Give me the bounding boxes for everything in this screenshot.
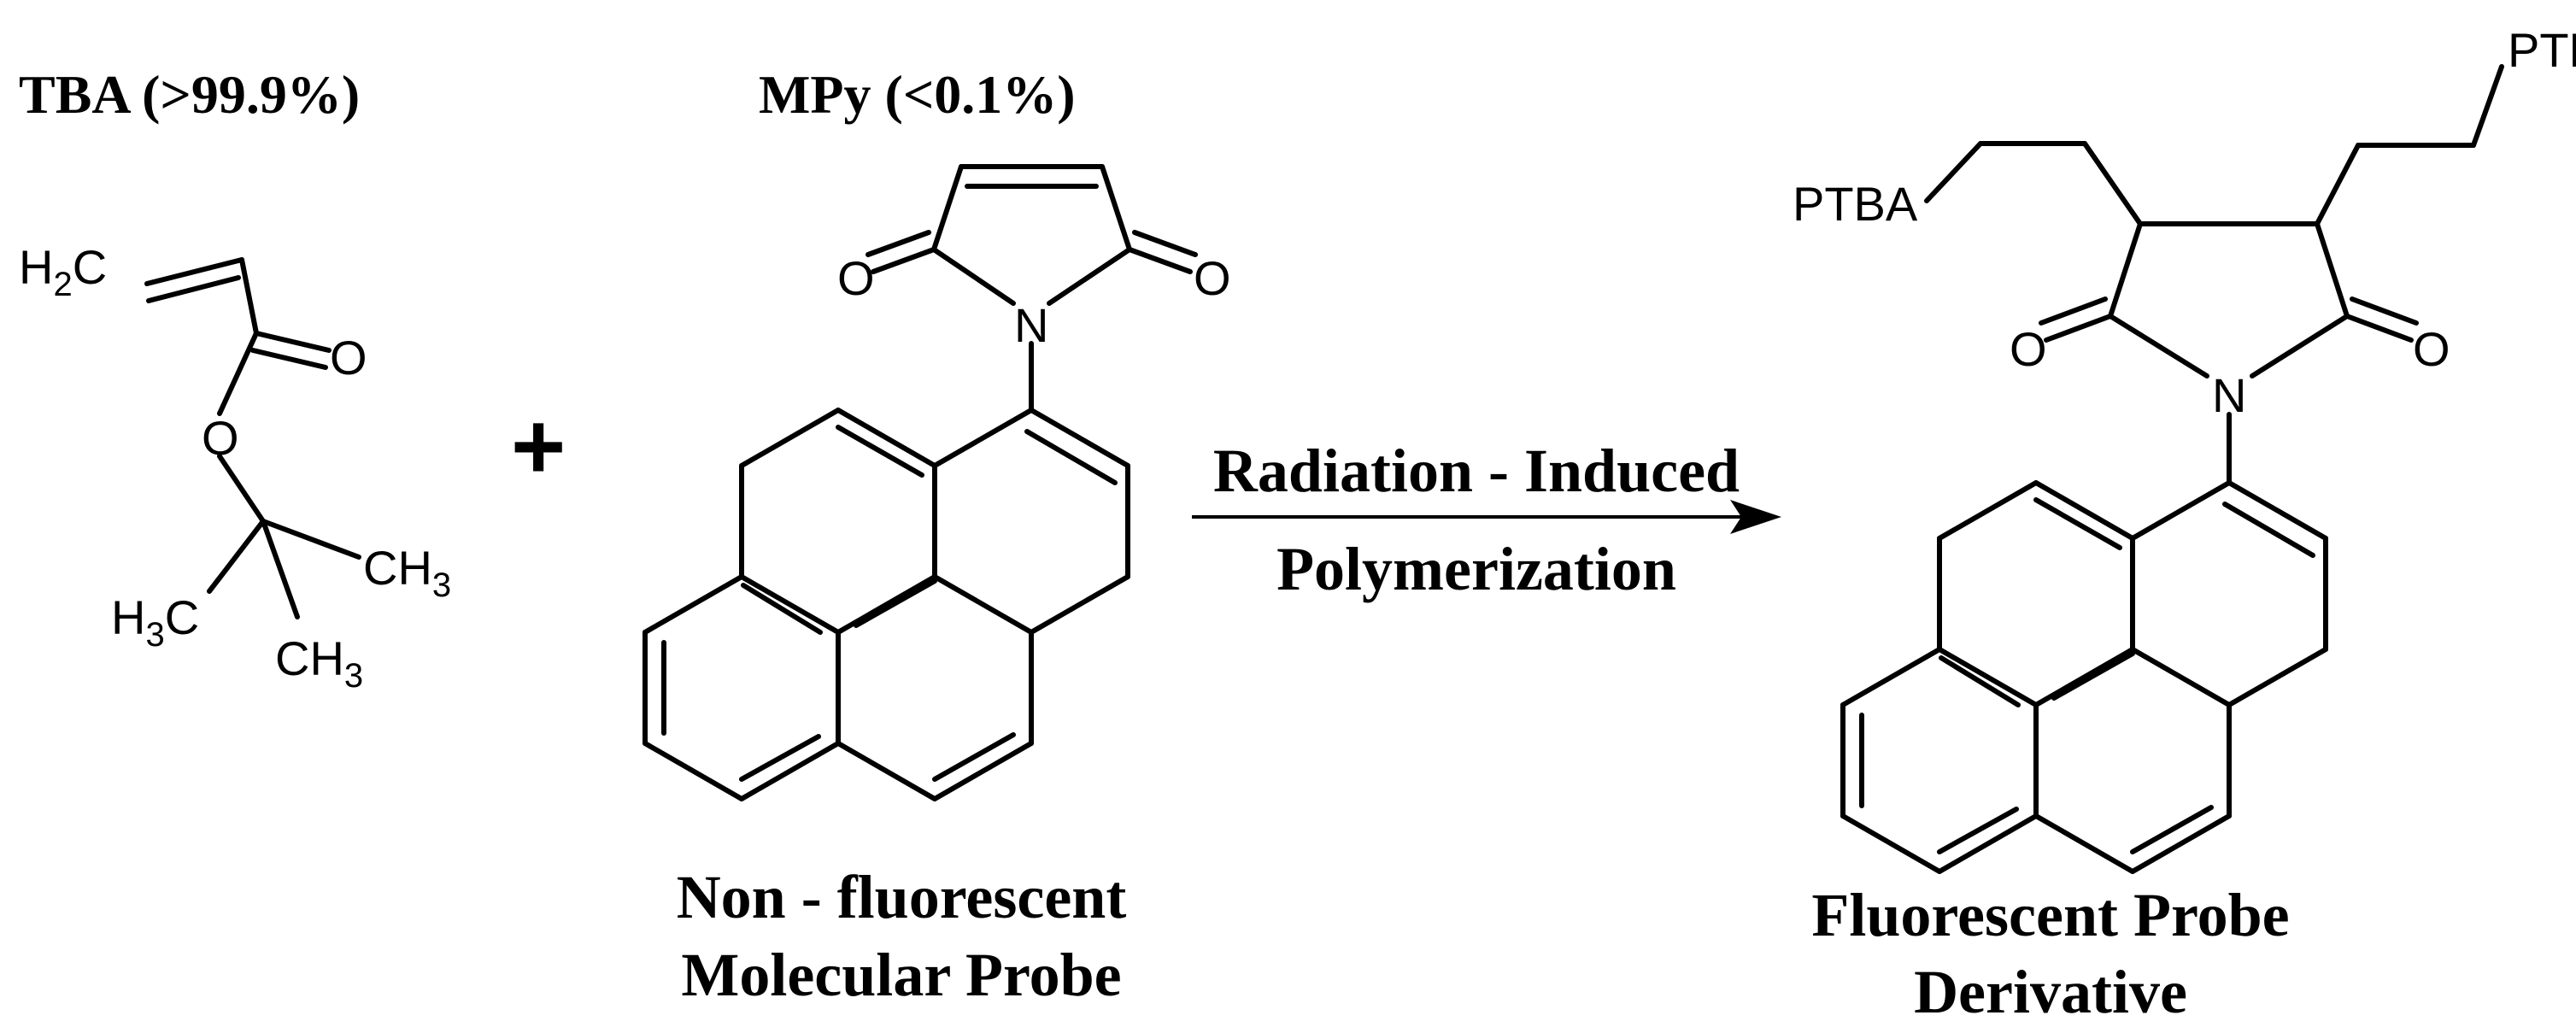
mpy-carbonyl-o-right: O (1194, 251, 1231, 305)
tba-ester-o: O (202, 411, 239, 465)
product-caption-line1: Fluorescent Probe (1811, 881, 2289, 949)
tba-structure: TBA (>99.9%) H2C O O CH3 H3C CH3 (19, 64, 451, 695)
reaction-arrow: Radiation - Induced Polymerization (1192, 437, 1781, 603)
product-carbonyl-o-left: O (2010, 322, 2047, 376)
arrow-label-top: Radiation - Induced (1213, 437, 1740, 505)
ptba-label-left: PTBA (1793, 177, 1918, 231)
arrow-head (1730, 500, 1781, 534)
tba-carbonyl-o: O (330, 331, 367, 384)
mpy-carbonyl-o-left: O (837, 251, 875, 305)
product-carbonyl-o-right: O (2413, 322, 2450, 376)
arrow-label-bottom: Polymerization (1276, 535, 1676, 603)
h3c-label: H3C (111, 590, 199, 654)
mpy-caption-line1: Non - fluorescent (677, 863, 1127, 931)
mpy-heading: MPy (<0.1%) (759, 64, 1076, 125)
product-structure: PTBA PTBA O O N Fluorescent Probe Deriva… (1793, 23, 2576, 1026)
ptba-label-right: PTBA (2508, 23, 2576, 77)
mpy-structure: MPy (<0.1%) (643, 64, 1231, 1009)
ch3-label-lower: CH3 (275, 631, 363, 695)
mpy-caption-line2: Molecular Probe (681, 941, 1121, 1009)
ch3-label-upper: CH3 (363, 541, 451, 604)
product-imide-n: N (2212, 368, 2246, 422)
mpy-bonds (643, 164, 1198, 801)
mpy-imide-n: N (1014, 298, 1048, 352)
tba-heading: TBA (>99.9%) (19, 64, 360, 125)
h2c-label: H2C (19, 240, 107, 303)
product-caption-line2: Derivative (1914, 958, 2187, 1026)
tba-bonds (144, 257, 361, 619)
plus-sign: + (511, 394, 566, 499)
product-bonds (1840, 64, 2504, 874)
